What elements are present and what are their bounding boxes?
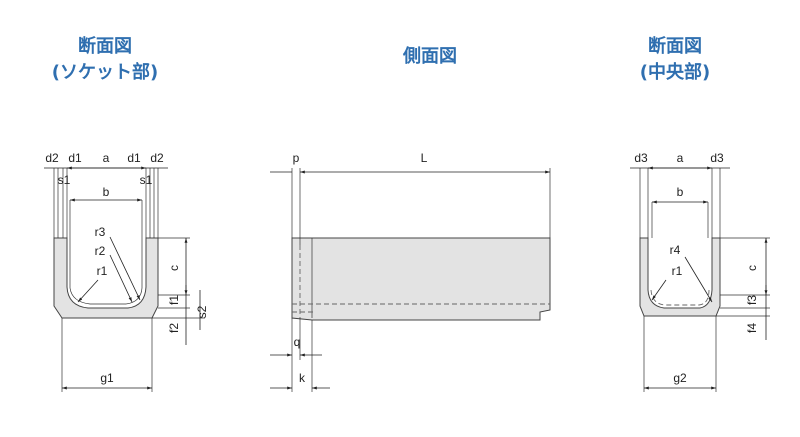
label-d3-left: d3 bbox=[634, 151, 648, 165]
center-section-drawing: d3 a d3 b r4 r1 c f3 f4 g2 bbox=[630, 151, 770, 392]
label-b-left: b bbox=[103, 185, 110, 199]
side-view-body bbox=[291, 237, 551, 321]
label-k: k bbox=[299, 371, 306, 385]
side-view-drawing: p L q k bbox=[270, 151, 551, 392]
label-r2: r2 bbox=[95, 244, 106, 258]
side-view-title: 側面図 bbox=[403, 46, 457, 67]
label-r3: r3 bbox=[95, 225, 106, 239]
section-socket-title: 断面図 bbox=[78, 36, 132, 57]
label-c-left: c bbox=[167, 265, 181, 271]
socket-section-shape bbox=[53, 237, 159, 319]
label-f4: f4 bbox=[745, 323, 759, 333]
label-q: q bbox=[294, 335, 301, 349]
label-L: L bbox=[421, 151, 428, 165]
label-d1-right: d1 bbox=[127, 151, 141, 165]
label-f1: f1 bbox=[167, 295, 181, 305]
label-r4: r4 bbox=[670, 243, 681, 257]
section-center-subtitle: (中央部) bbox=[639, 62, 711, 83]
label-r1-right: r1 bbox=[672, 264, 683, 278]
label-d2-right: d2 bbox=[150, 151, 164, 165]
socket-section-drawing: d2 d1 a d1 d2 s1 s1 b r3 r2 r1 c f1 f2 s… bbox=[44, 151, 209, 392]
label-g2: g2 bbox=[673, 371, 687, 385]
section-socket-subtitle: (ソケット部) bbox=[51, 62, 159, 83]
label-r1-left: r1 bbox=[97, 264, 108, 278]
section-center-title: 断面図 bbox=[648, 36, 702, 57]
label-b-right: b bbox=[677, 185, 684, 199]
label-s2: s2 bbox=[195, 305, 209, 318]
socket-inner-line bbox=[69, 238, 143, 305]
label-a-left: a bbox=[103, 151, 110, 165]
label-s1-right: s1 bbox=[140, 173, 153, 187]
label-c-right: c bbox=[745, 265, 759, 271]
label-f2: f2 bbox=[167, 323, 181, 333]
center-inner-dashed bbox=[650, 289, 710, 306]
label-f3: f3 bbox=[745, 295, 759, 305]
label-d3-right: d3 bbox=[710, 151, 724, 165]
label-d1-left: d1 bbox=[68, 151, 82, 165]
label-a-right: a bbox=[677, 151, 684, 165]
label-s1-left: s1 bbox=[58, 173, 71, 187]
section-socket-heading: 断面図 (ソケット部) bbox=[20, 34, 190, 86]
label-p: p bbox=[293, 151, 300, 165]
side-view-heading: 側面図 bbox=[330, 44, 530, 70]
label-g1: g1 bbox=[100, 371, 114, 385]
label-d2-left: d2 bbox=[45, 151, 59, 165]
section-center-heading: 断面図 (中央部) bbox=[600, 34, 750, 86]
